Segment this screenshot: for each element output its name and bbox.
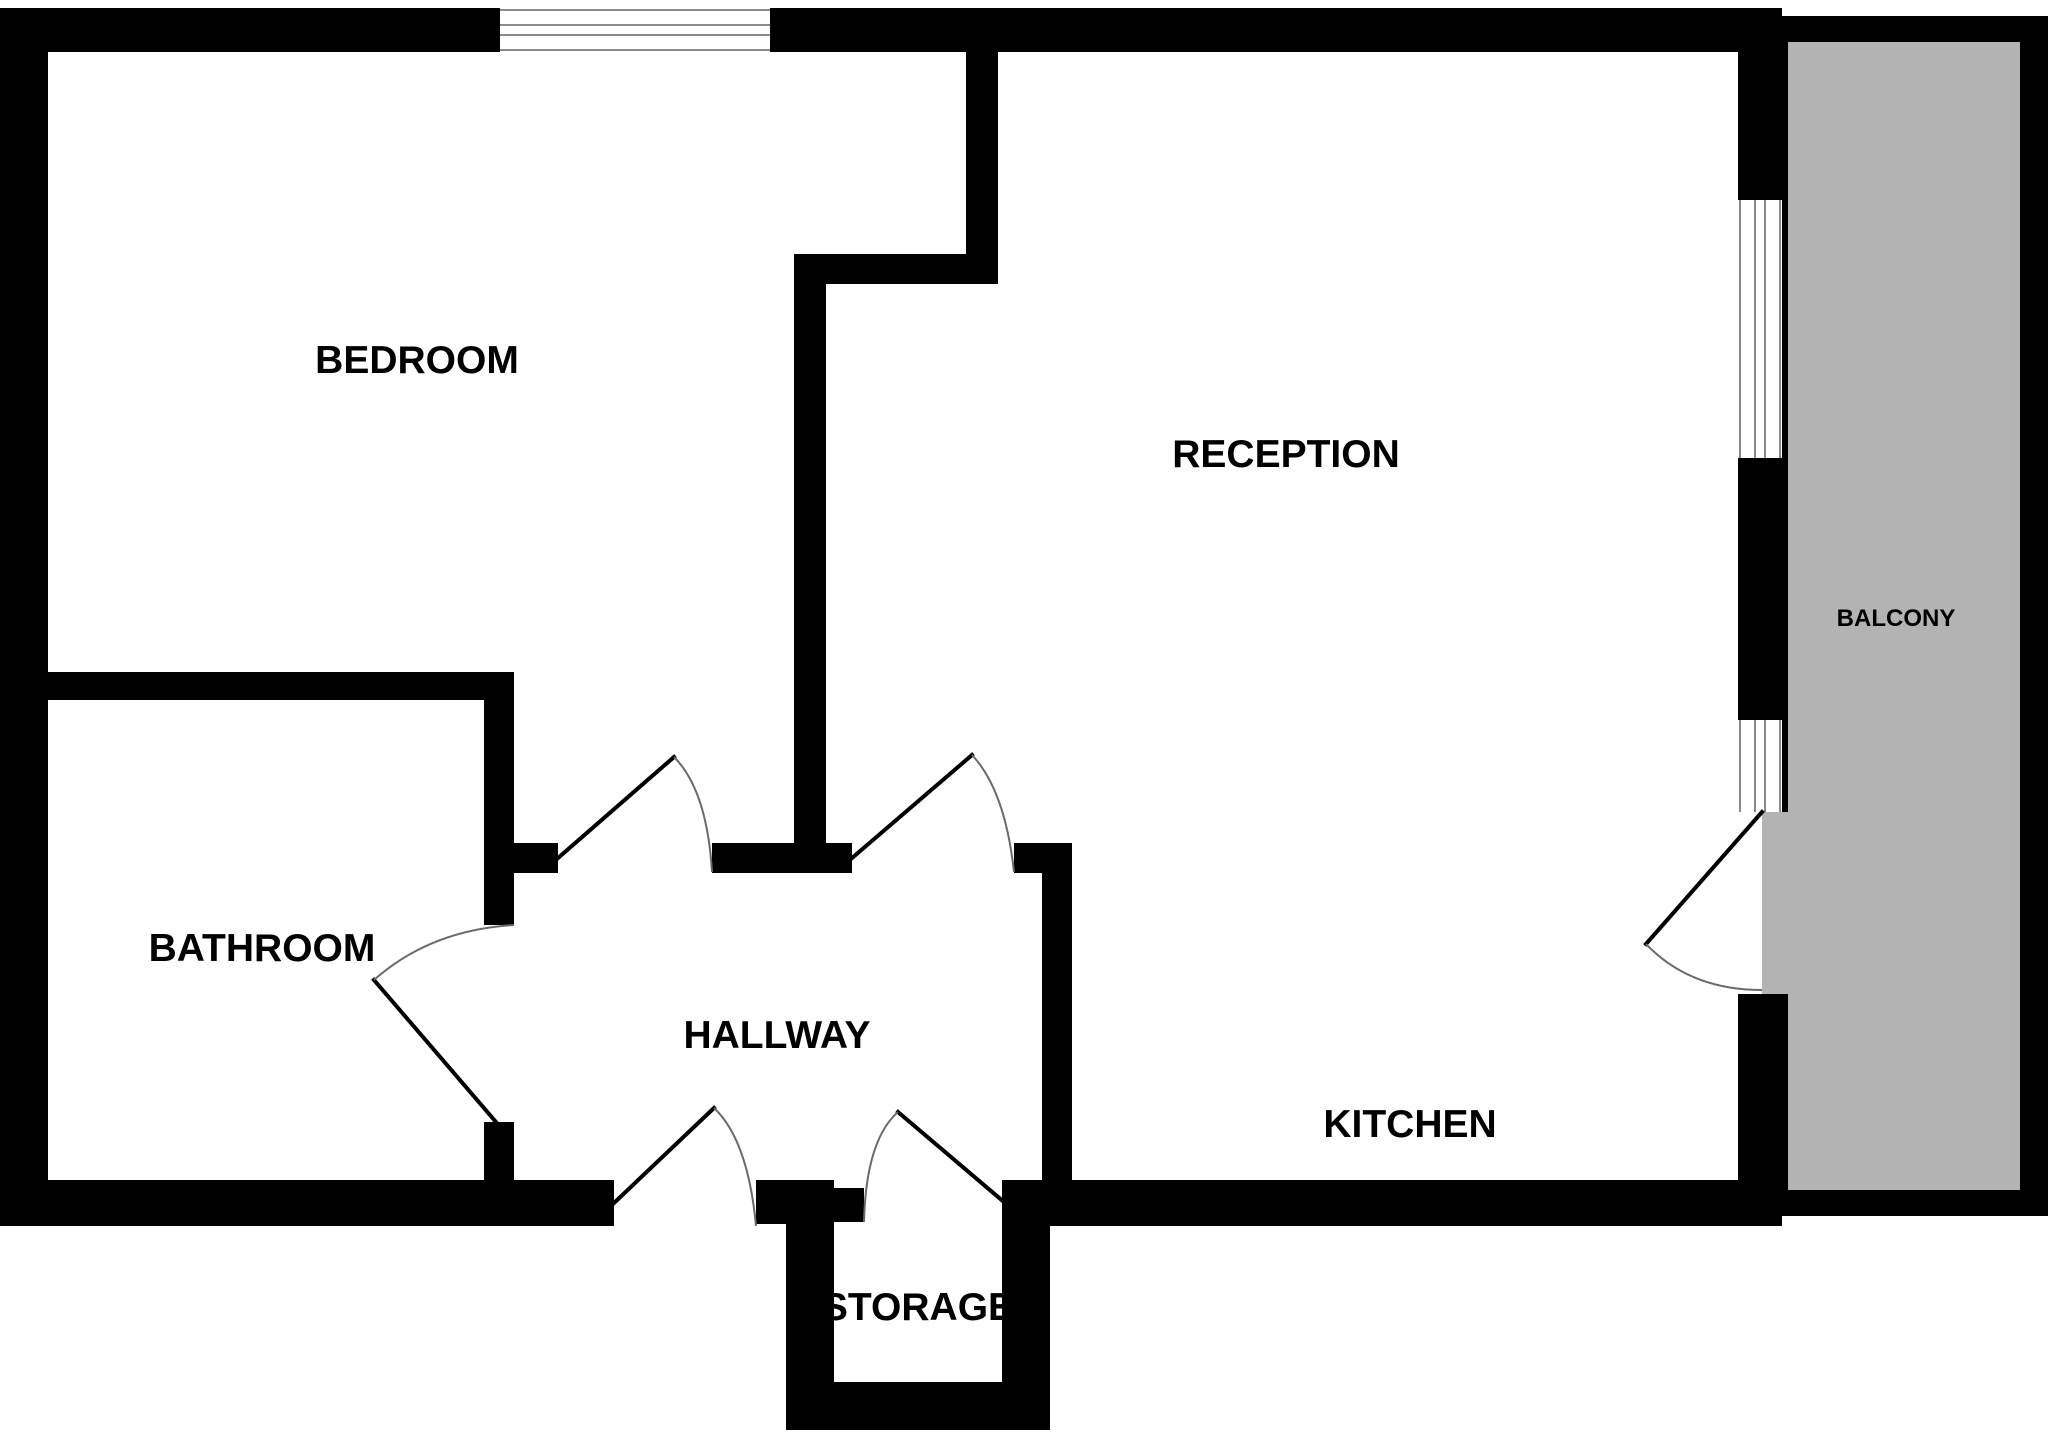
- wall-right-upper: [1738, 8, 1782, 200]
- windows: [500, 8, 1782, 812]
- wall-bathroom-top: [0, 672, 514, 700]
- room-label-bathroom: BATHROOM: [149, 927, 376, 970]
- room-label-storage: STORAGE: [822, 1286, 1014, 1329]
- wall-bottom-left: [0, 1180, 614, 1226]
- wall-right-mid: [1738, 458, 1782, 720]
- room-label-balcony: BALCONY: [1837, 605, 1956, 632]
- room-label-reception: RECEPTION: [1172, 433, 1400, 476]
- window-reception-lower: [1738, 720, 1782, 812]
- room-labels: BEDROOM RECEPTION BALCONY BATHROOM HALLW…: [149, 339, 1956, 1329]
- room-label-kitchen: KITCHEN: [1323, 1103, 1496, 1146]
- wall-right-lower: [1738, 994, 1782, 1226]
- wall-storage-top-stub: [830, 1188, 864, 1222]
- wall-top-reception: [962, 8, 1782, 52]
- wall-partition-step: [794, 254, 998, 284]
- balcony: [1762, 16, 2048, 1216]
- wall-bathroom-jamb-a: [484, 843, 514, 925]
- window-bedroom: [500, 8, 770, 52]
- door-balcony: [1643, 809, 1765, 991]
- wall-bathroom-jamb-b: [484, 1122, 514, 1226]
- door-reception: [849, 752, 1015, 873]
- balcony-floor: [1788, 42, 2020, 1190]
- balcony-threshold: [1762, 812, 1788, 994]
- door-entrance: [611, 1105, 757, 1227]
- wall-hall-top: [712, 843, 852, 873]
- walls: [0, 8, 1782, 1430]
- wall-storage-bottom: [786, 1382, 1050, 1430]
- window-reception-upper: [1738, 200, 1782, 458]
- wall-left: [0, 8, 48, 1226]
- door-storage: [863, 1109, 1007, 1223]
- door-bedroom: [555, 754, 713, 873]
- wall-hall-right: [1042, 843, 1072, 1193]
- wall-partition-vertical: [794, 254, 826, 872]
- doors: [371, 752, 1765, 1227]
- room-label-hallway: HALLWAY: [683, 1014, 870, 1057]
- room-label-bedroom: BEDROOM: [315, 339, 519, 382]
- door-bathroom: [371, 924, 515, 1125]
- wall-bottom-right: [1044, 1180, 1782, 1226]
- wall-partition-stub: [966, 8, 998, 284]
